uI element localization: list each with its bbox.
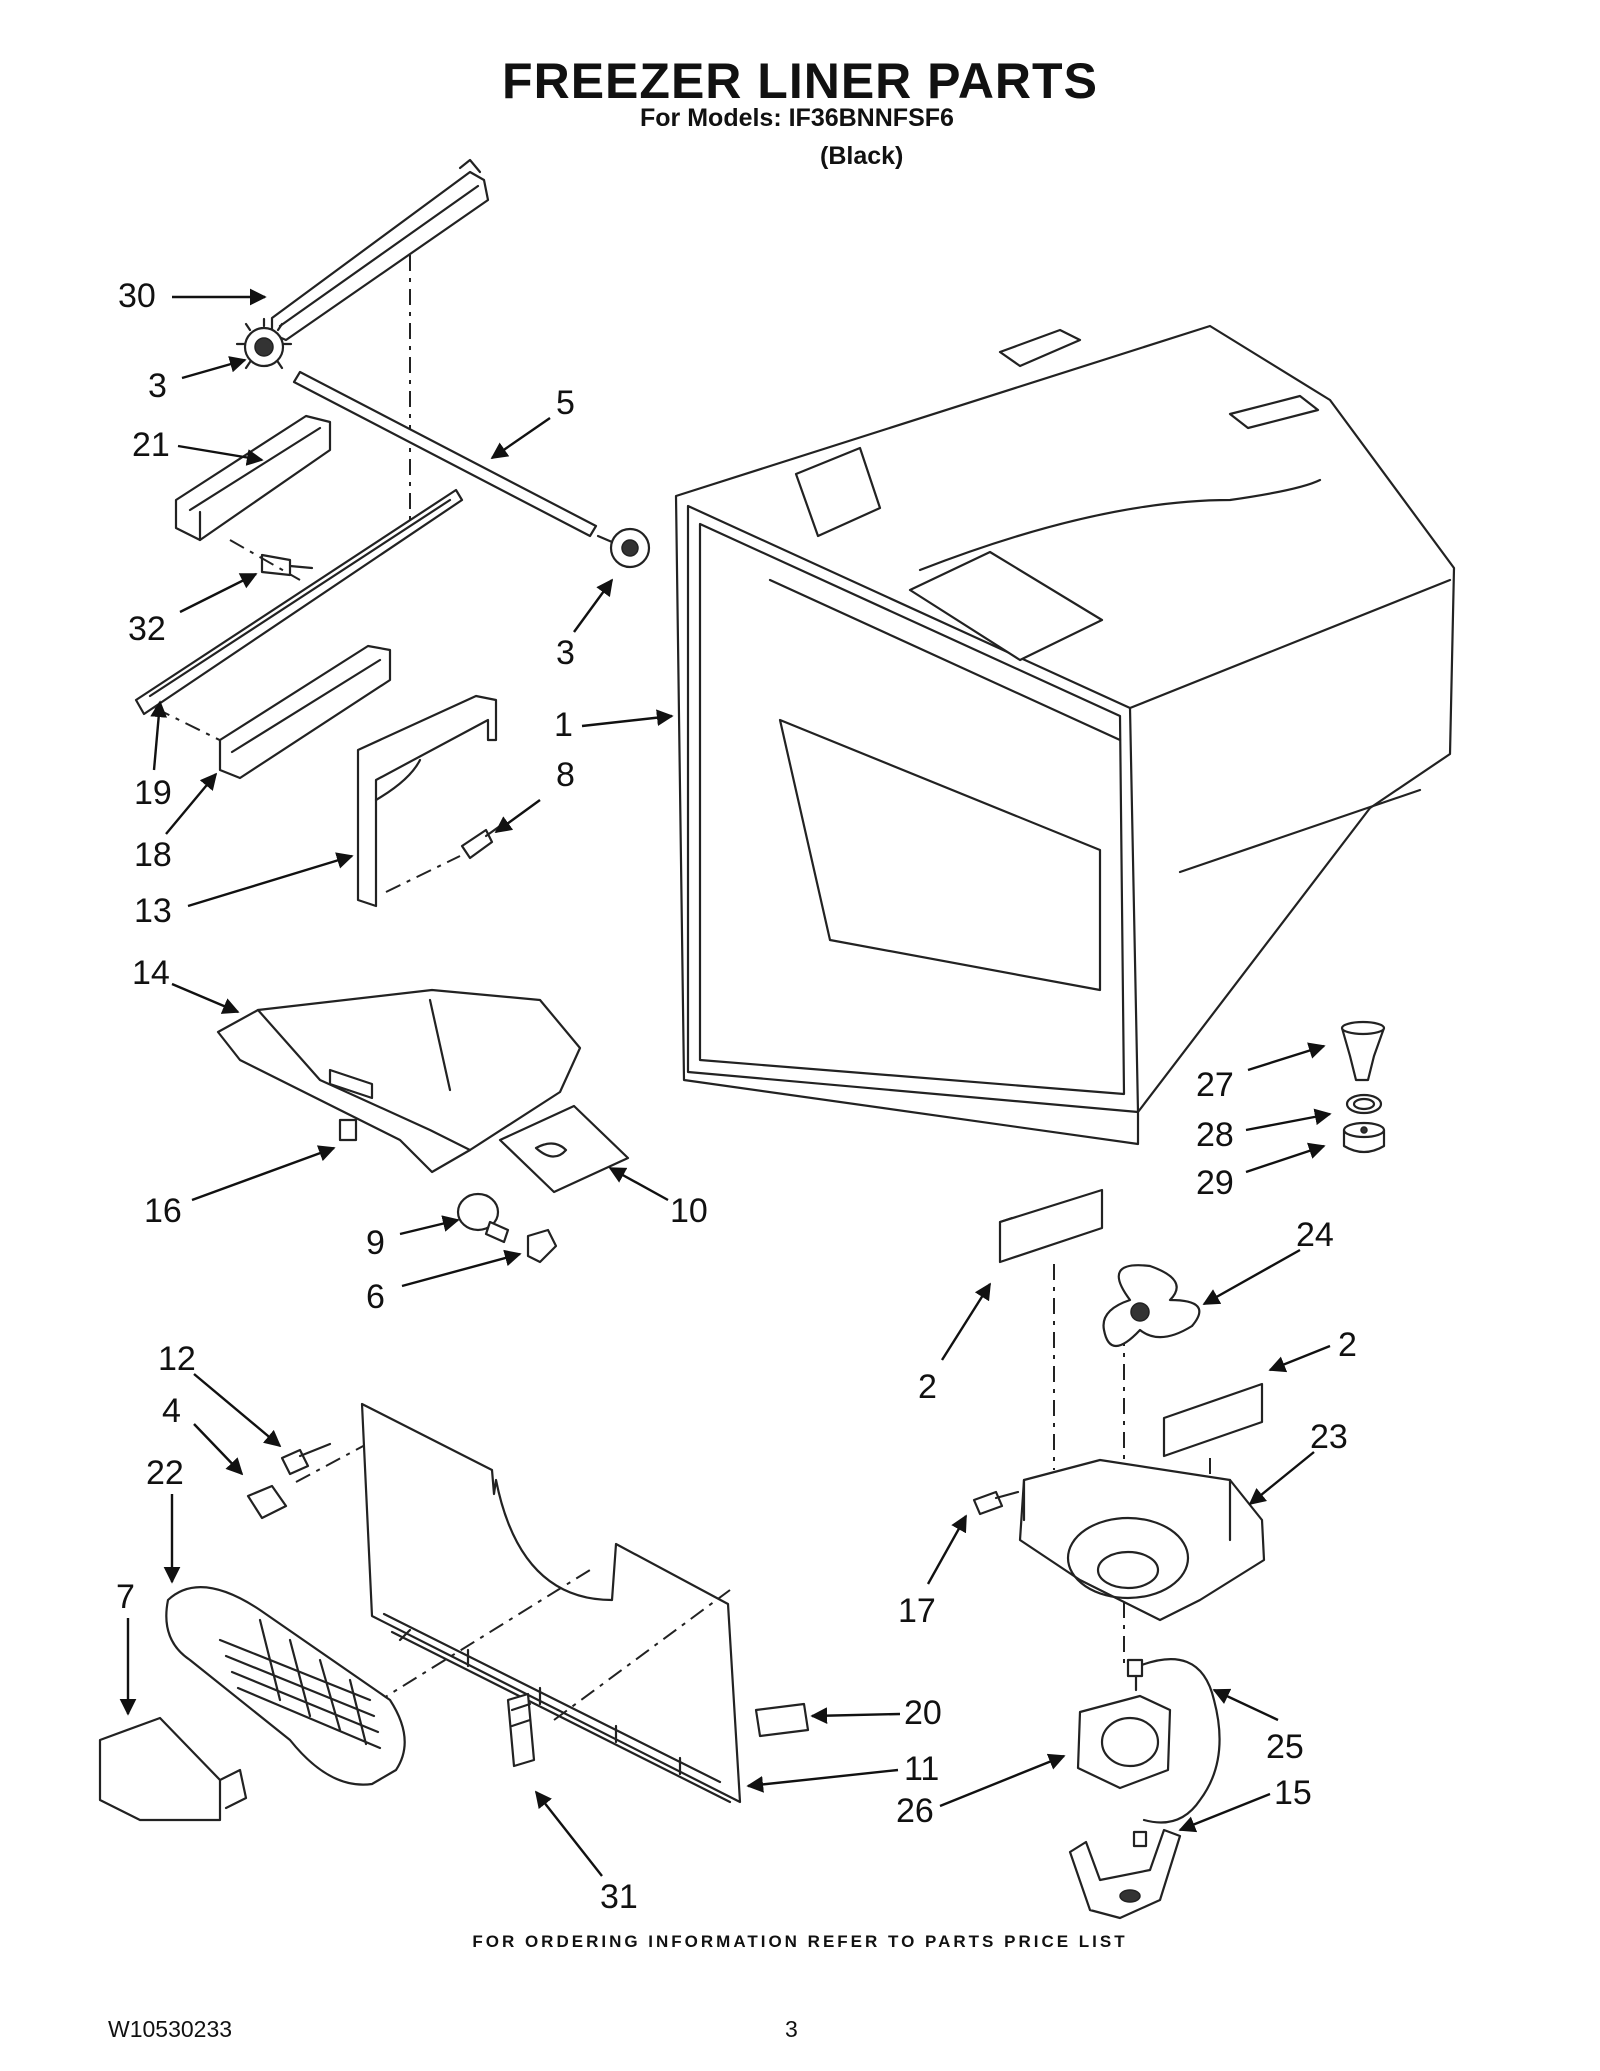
part-30-rail bbox=[270, 158, 490, 342]
part-2-foam-lower bbox=[1162, 1382, 1264, 1458]
callout-31: 31 bbox=[600, 1878, 638, 1916]
callout-13: 13 bbox=[134, 892, 172, 930]
callout-32: 32 bbox=[128, 610, 166, 648]
part-9-bulb bbox=[456, 1192, 510, 1244]
part-19-rail bbox=[134, 488, 464, 716]
part-2-foam-upper bbox=[998, 1188, 1104, 1264]
callout-4: 4 bbox=[162, 1392, 181, 1430]
part-26-motor bbox=[1076, 1674, 1172, 1790]
part-1-freezer-liner bbox=[674, 324, 1456, 1146]
part-14-housing bbox=[216, 988, 582, 1174]
callout-3-right: 3 bbox=[556, 634, 575, 672]
document-number: W10530233 bbox=[108, 2016, 233, 2042]
part-7-cover bbox=[98, 1716, 248, 1822]
callout-18: 18 bbox=[134, 836, 172, 874]
callout-22: 22 bbox=[146, 1454, 184, 1492]
callout-2-left: 2 bbox=[918, 1368, 937, 1406]
callout-16: 16 bbox=[144, 1192, 182, 1230]
part-18-bracket bbox=[218, 644, 392, 780]
callout-6: 6 bbox=[366, 1278, 385, 1316]
callout-11: 11 bbox=[904, 1750, 939, 1788]
part-17-screw bbox=[972, 1490, 1020, 1516]
part-20-foam bbox=[754, 1702, 810, 1738]
part-27-damper bbox=[1340, 1020, 1386, 1082]
callout-24: 24 bbox=[1296, 1216, 1334, 1254]
part-6-socket bbox=[526, 1228, 558, 1264]
part-3-gear-top bbox=[235, 317, 293, 370]
part-10-sheet bbox=[498, 1104, 630, 1194]
callout-2-right: 2 bbox=[1338, 1326, 1357, 1364]
part-12-screw bbox=[280, 1442, 332, 1476]
callout-26: 26 bbox=[896, 1792, 934, 1830]
leader-lines bbox=[119, 288, 1332, 1877]
models-line: For Models: IF36BNNFSF6 bbox=[640, 104, 954, 132]
part-24-fan-blade bbox=[1102, 1264, 1201, 1348]
page-number: 3 bbox=[785, 2016, 798, 2042]
part-5-shaft bbox=[292, 370, 598, 538]
callout-10: 10 bbox=[670, 1192, 708, 1230]
callout-25: 25 bbox=[1266, 1728, 1304, 1766]
callout-30: 30 bbox=[118, 277, 156, 315]
callout-21: 21 bbox=[132, 426, 170, 464]
callout-1: 1 bbox=[554, 706, 573, 744]
part-11-cover bbox=[360, 1402, 742, 1804]
callout-20: 20 bbox=[904, 1694, 942, 1732]
ordering-note: FOR ORDERING INFORMATION REFER TO PARTS … bbox=[472, 1932, 1128, 1951]
part-29-cap bbox=[1342, 1121, 1386, 1154]
part-28-ring bbox=[1345, 1093, 1383, 1115]
part-23-fan-housing bbox=[1018, 1458, 1266, 1622]
callout-28: 28 bbox=[1196, 1116, 1234, 1154]
callout-27: 27 bbox=[1196, 1066, 1234, 1104]
callout-7: 7 bbox=[116, 1578, 135, 1616]
callout-labels: 30 3 5 21 32 3 1 19 8 18 13 14 27 28 29 … bbox=[116, 277, 1357, 1916]
callout-29: 29 bbox=[1196, 1164, 1234, 1202]
color-variant: (Black) bbox=[820, 142, 904, 170]
callout-5: 5 bbox=[556, 384, 575, 422]
callout-19: 19 bbox=[134, 774, 172, 812]
callout-15: 15 bbox=[1274, 1774, 1312, 1812]
callout-23: 23 bbox=[1310, 1418, 1348, 1456]
part-4-socket bbox=[246, 1484, 288, 1520]
page-title: FREEZER LINER PARTS bbox=[502, 53, 1098, 109]
part-3-gear-right bbox=[596, 527, 651, 569]
callout-3-top: 3 bbox=[148, 367, 167, 405]
part-13-bracket bbox=[356, 694, 498, 908]
callout-12: 12 bbox=[158, 1340, 196, 1378]
part-31-latch bbox=[506, 1692, 536, 1768]
callout-17: 17 bbox=[898, 1592, 936, 1630]
part-32-screw bbox=[260, 553, 314, 577]
callout-9: 9 bbox=[366, 1224, 385, 1262]
callout-8: 8 bbox=[556, 756, 575, 794]
callout-14: 14 bbox=[132, 954, 170, 992]
part-16-clip bbox=[338, 1118, 358, 1142]
part-8-screw bbox=[460, 824, 502, 860]
part-15-bracket bbox=[1068, 1828, 1182, 1920]
part-22-grille bbox=[165, 1586, 406, 1786]
part-21-bracket bbox=[174, 414, 332, 542]
